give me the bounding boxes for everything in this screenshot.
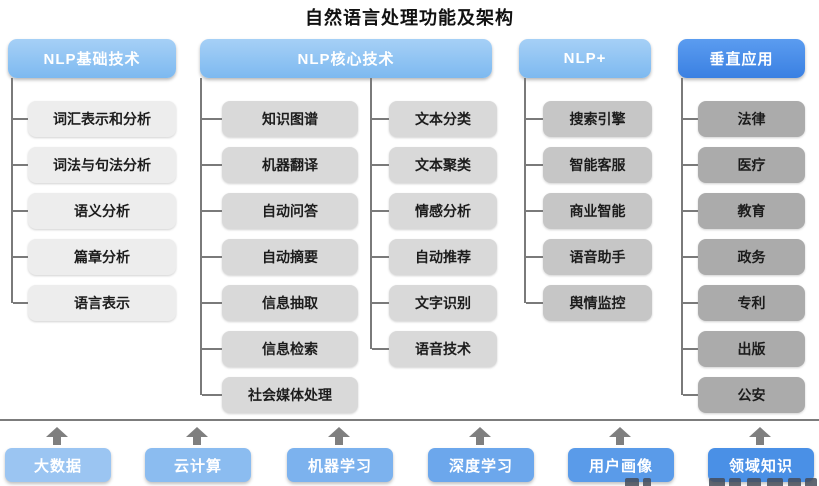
node-core-item: 信息检索 [202,331,358,367]
node-core-item: 自动推荐 [372,239,497,275]
node-vertical-item: 出版 [683,331,805,367]
node-core-item: 情感分析 [372,193,497,229]
node-vertical-item: 法律 [683,101,805,137]
node-basic-item: 篇章分析 [13,239,176,275]
node-vertical-item: 教育 [683,193,805,229]
node-nlp-plus-item: 商业智能 [526,193,652,229]
up-arrow-icon [469,427,491,445]
node-core-item: 文本聚类 [372,147,497,183]
column-header-vertical-apps: 垂直应用 [678,39,805,78]
node-basic-item: 语言表示 [13,285,176,321]
foundation-box-cloud: 云计算 [145,448,251,482]
node-basic-item: 词汇表示和分析 [13,101,176,137]
node-core-item: 语音技术 [372,331,497,367]
node-core-item: 知识图谱 [202,101,358,137]
node-core-item: 自动问答 [202,193,358,229]
node-core-item: 文本分类 [372,101,497,137]
connector-line-nlp-plus [524,78,526,303]
foundation-box-machine-learning: 机器学习 [287,448,393,482]
node-nlp-plus-item: 语音助手 [526,239,652,275]
node-core-item: 社会媒体处理 [202,377,358,413]
node-vertical-item: 医疗 [683,147,805,183]
node-core-item: 信息抽取 [202,285,358,321]
node-core-item: 自动摘要 [202,239,358,275]
separator-line [0,419,819,421]
connector-line-vertical [681,78,683,395]
node-core-item: 文字识别 [372,285,497,321]
connector-line-core-right [370,78,372,349]
node-basic-item: 词法与句法分析 [13,147,176,183]
up-arrow-icon [46,427,68,445]
connector-line-core-left [200,78,202,395]
node-nlp-plus-item: 搜索引擎 [526,101,652,137]
diagram-title: 自然语言处理功能及架构 [305,8,514,28]
node-vertical-item: 政务 [683,239,805,275]
node-nlp-plus-item: 智能客服 [526,147,652,183]
column-header-nlp-plus: NLP+ [519,39,651,78]
node-basic-item: 语义分析 [13,193,176,229]
foundation-box-user-profile: 用户画像 [568,448,674,482]
node-vertical-item: 公安 [683,377,805,413]
up-arrow-icon [609,427,631,445]
up-arrow-icon [749,427,771,445]
node-vertical-item: 专利 [683,285,805,321]
foundation-box-big-data: 大数据 [5,448,111,482]
up-arrow-icon [186,427,208,445]
watermark-fragment [625,478,819,486]
connector-line-basic [11,78,13,303]
node-core-item: 机器翻译 [202,147,358,183]
node-nlp-plus-item: 舆情监控 [526,285,652,321]
foundation-box-domain-knowledge: 领域知识 [708,448,814,482]
up-arrow-icon [328,427,350,445]
column-header-nlp-basic: NLP基础技术 [8,39,176,78]
foundation-box-deep-learning: 深度学习 [428,448,534,482]
column-header-nlp-core: NLP核心技术 [200,39,492,78]
